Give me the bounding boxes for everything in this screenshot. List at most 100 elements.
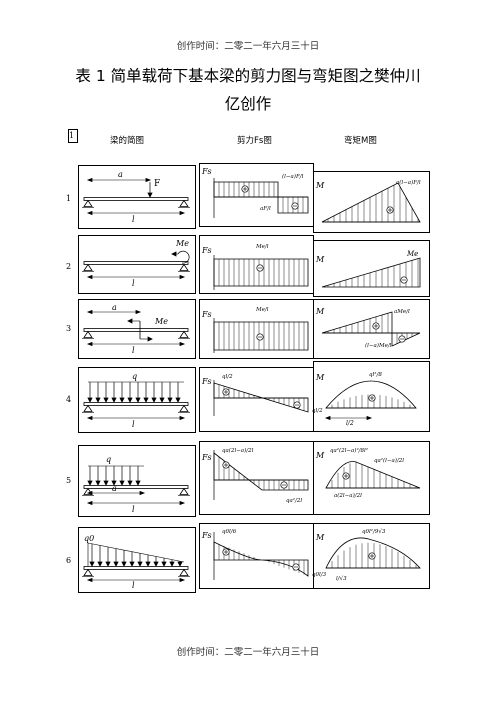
shear-6-label-top: q0l/6 bbox=[222, 529, 237, 535]
title-line-2: 亿创作 bbox=[224, 95, 272, 113]
moment-5-diagram bbox=[325, 461, 421, 489]
beam-4-load-arrow-head bbox=[143, 397, 149, 403]
beam-4-load-arrow-head bbox=[127, 397, 133, 403]
moment-6-label-bottom: l/√3 bbox=[336, 575, 347, 582]
beam-5-label-q: q bbox=[106, 455, 111, 464]
beam-3 bbox=[83, 328, 189, 332]
shear-2-negative bbox=[213, 258, 309, 287]
beam-1-label-l: l bbox=[132, 215, 135, 224]
shear-box-2 bbox=[199, 235, 314, 294]
beam-3-moment-upper-head bbox=[127, 318, 133, 324]
beam-1-dim-l-right-tick bbox=[179, 210, 186, 216]
beam-1-label-a: a bbox=[118, 170, 123, 179]
beam-2-dim-l-right-tick bbox=[179, 274, 186, 280]
shear-3-label-top: Me/l bbox=[255, 307, 269, 313]
column-header-beam: 梁的简图 bbox=[110, 136, 145, 146]
moment-5-label-peak: qa²(2l−a)²/8l² bbox=[330, 447, 368, 454]
title-line-1: 表 1 简单载荷下基本梁的剪力图与弯矩图之樊仲川 bbox=[75, 67, 421, 85]
beam-5-right-support bbox=[179, 487, 189, 495]
beam-6-left-support bbox=[83, 568, 93, 576]
beam-6-load-arrow-head bbox=[97, 561, 103, 567]
beam-4-left-support bbox=[83, 404, 93, 412]
beam-5-dim-a-left-tick bbox=[86, 490, 93, 496]
page-header: 创作时间：二零二一年六月三十日 bbox=[176, 41, 320, 52]
shear-box-4 bbox=[199, 367, 314, 432]
row-number-5: 5 bbox=[66, 476, 72, 485]
beam-6 bbox=[83, 566, 189, 570]
beam-6-load-arrow-head bbox=[137, 561, 143, 567]
beam-3-left-support bbox=[83, 330, 93, 338]
beam-6-load-arrow-head bbox=[89, 561, 95, 567]
shear-box-6 bbox=[199, 523, 314, 589]
moment-2-label-peak: Me bbox=[406, 250, 418, 258]
beam-4-load-arrow-head bbox=[135, 397, 141, 403]
table-corner-mark: 1 bbox=[68, 129, 78, 143]
beam-2-label-Me: Me bbox=[175, 239, 189, 248]
moment-5-label-bottom: a(2l−a)/2l bbox=[334, 492, 362, 499]
shear-6-diagram bbox=[213, 541, 309, 577]
moment-1-axis-label: M bbox=[315, 181, 325, 190]
shear-box-3 bbox=[199, 299, 314, 359]
shear-4-axis-label: Fs bbox=[201, 377, 212, 386]
beam-6-load-arrow-head bbox=[161, 561, 167, 567]
beam-3-dim-l-left-tick bbox=[86, 341, 93, 347]
beam-6-dim-l-right-tick bbox=[179, 577, 186, 583]
beam-4-load-arrow-head bbox=[111, 397, 117, 403]
moment-6-diagram bbox=[325, 537, 421, 569]
beam-2-left-support bbox=[83, 263, 93, 271]
beam-6-load-arrow-head bbox=[177, 561, 183, 567]
beam-3-moment-lower-head bbox=[147, 336, 153, 342]
beam-1 bbox=[83, 197, 189, 201]
beam-1-load-arrow-head bbox=[147, 192, 153, 198]
beam-5-load-arrow-head bbox=[127, 480, 133, 486]
beam-4 bbox=[83, 402, 189, 406]
moment-4-parabola bbox=[325, 380, 417, 409]
shear-box-5 bbox=[199, 441, 314, 515]
shear-1-axis-label: Fs bbox=[201, 167, 212, 176]
shear-6-axis-label: Fs bbox=[201, 531, 212, 540]
moment-3-positive bbox=[321, 311, 393, 334]
row-number-6: 6 bbox=[66, 556, 72, 565]
moment-4-label-peak: ql²/8 bbox=[369, 371, 382, 378]
beam-4-right-support bbox=[179, 404, 189, 412]
beam-3-dim-a-right-tick bbox=[135, 309, 142, 315]
beam-4-load-arrow-head bbox=[95, 397, 101, 403]
beam-3-label-a: a bbox=[112, 303, 117, 312]
beam-1-dim-l-left-tick bbox=[86, 210, 93, 216]
shear-6-label-bottom: q0l/3 bbox=[312, 572, 327, 578]
column-header-moment: 弯矩M图 bbox=[344, 136, 377, 146]
beam-5-load-arrow-head bbox=[111, 480, 117, 486]
moment-2-diagram bbox=[321, 257, 421, 288]
beam-4-load-arrow-head bbox=[167, 397, 173, 403]
shear-5-axis-label: Fs bbox=[201, 453, 212, 462]
moment-3-label-top: aMe/l bbox=[394, 309, 410, 315]
shear-4-label-top: ql/2 bbox=[222, 374, 233, 380]
moment-3-negative bbox=[391, 332, 421, 347]
moment-box-1 bbox=[313, 171, 430, 233]
beam-2 bbox=[83, 261, 189, 265]
beam-6-load-line bbox=[87, 542, 185, 563]
beam-1-dim-a-right-tick bbox=[145, 177, 152, 183]
beam-1-dim-a-left-tick bbox=[86, 177, 93, 183]
beam-5-load-arrow-head bbox=[119, 480, 125, 486]
beam-6-label-q0: q0 bbox=[84, 534, 94, 543]
beam-4-label-q: q bbox=[132, 372, 137, 381]
beam-1-right-support bbox=[179, 199, 189, 207]
beam-6-load-arrow-head bbox=[153, 561, 159, 567]
page-title: 表 1 简单载荷下基本梁的剪力图与弯矩图之樊仲川 亿创作 bbox=[60, 62, 436, 118]
row-number-1: 1 bbox=[66, 194, 72, 203]
moment-1-label-peak: a(l−a)F/l bbox=[396, 179, 421, 186]
moment-box-5 bbox=[313, 441, 430, 515]
beam-5-load-arrow-head bbox=[103, 480, 109, 486]
shear-2-label-top: Me/l bbox=[255, 244, 269, 250]
moment-5-label-right: qa²(l−a)/2l bbox=[374, 457, 404, 464]
beam-6-load-arrow-head bbox=[145, 561, 151, 567]
beam-6-load-arrow-head bbox=[105, 561, 111, 567]
shear-4-label-bottom: ql/2 bbox=[312, 408, 323, 414]
beam-6-dim-l-left-tick bbox=[86, 577, 93, 583]
shear-5-label-top: qa(2l−a)/2l bbox=[222, 447, 254, 454]
beam-6-load-arrow-head bbox=[169, 561, 175, 567]
beam-4-load-arrow-head bbox=[103, 397, 109, 403]
row-number-4: 4 bbox=[66, 395, 72, 404]
